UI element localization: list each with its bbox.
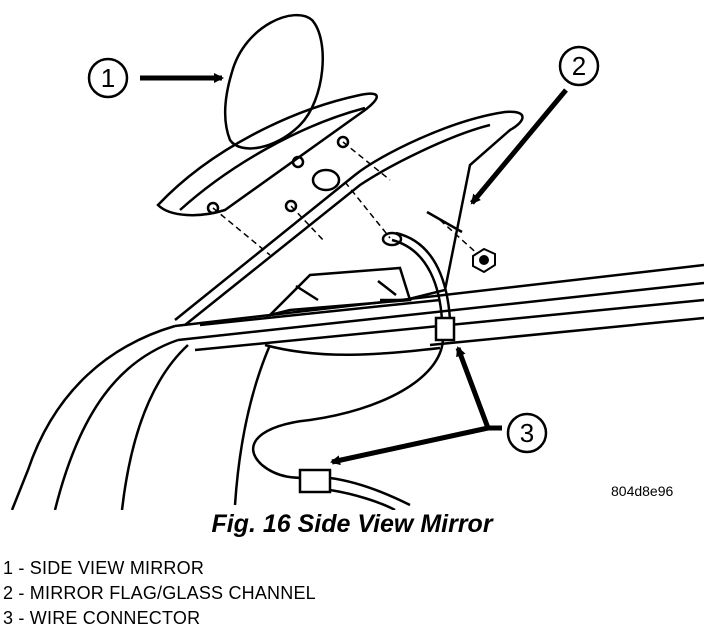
callout-3-label: 3 — [520, 418, 534, 448]
door-outline — [10, 263, 704, 510]
callout-3: 3 — [330, 346, 548, 466]
mirror-head — [223, 13, 324, 150]
mirror-flag — [174, 110, 524, 327]
mounting-nut — [472, 247, 496, 274]
drawing-code: 804d8e96 — [611, 483, 674, 499]
callout-1: 1 — [87, 57, 224, 99]
wire-harness — [251, 231, 456, 510]
legend: 1 - SIDE VIEW MIRROR 2 - MIRROR FLAG/GLA… — [3, 556, 316, 631]
figure-caption: Fig. 16 Side View Mirror — [211, 510, 493, 538]
mirror-base-plate — [156, 92, 378, 217]
legend-item-3: 3 - WIRE CONNECTOR — [3, 608, 201, 628]
legend-item-2: 2 - MIRROR FLAG/GLASS CHANNEL — [3, 583, 316, 603]
callout-2-label: 2 — [572, 51, 586, 81]
callout-2: 2 — [470, 45, 600, 205]
alignment-lines — [212, 141, 483, 259]
side-view-mirror-diagram: 1 2 3 — [10, 13, 704, 510]
callout-1-label: 1 — [101, 63, 115, 93]
legend-item-1: 1 - SIDE VIEW MIRROR — [3, 558, 205, 578]
